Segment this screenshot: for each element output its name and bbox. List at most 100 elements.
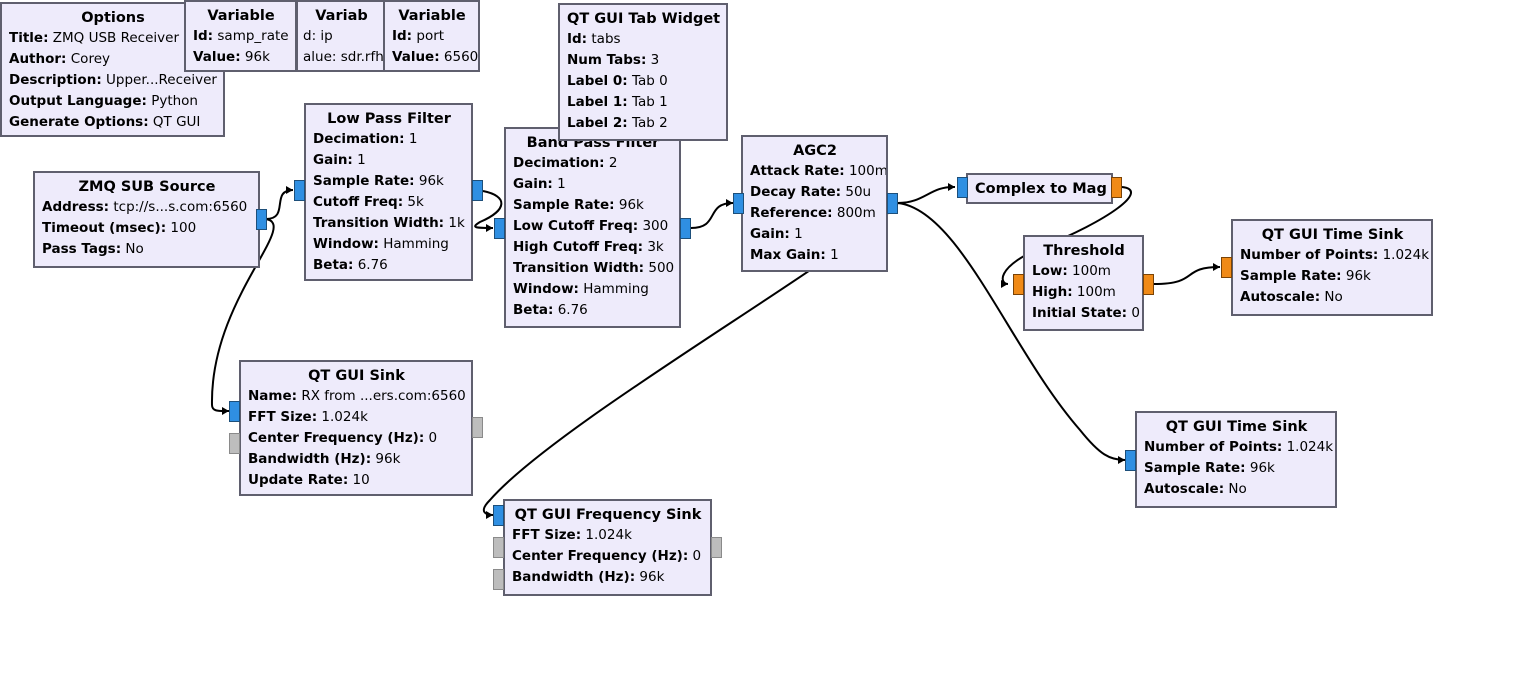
param-value: Upper...Receiver: [101, 72, 217, 88]
param-key: Label 1:: [567, 94, 628, 110]
freqsink-in-port[interactable]: [493, 505, 504, 526]
param-value: 0: [688, 548, 702, 564]
block-param-row: Sample Rate: 96k: [1144, 458, 1329, 479]
param-value: 100m: [844, 163, 888, 179]
param-key: Sample Rate:: [313, 173, 415, 189]
threshold-in-port[interactable]: [1013, 274, 1024, 295]
param-value: 96k: [240, 49, 270, 65]
qtsink-freq-msg-port[interactable]: [229, 433, 240, 454]
param-key: Cutoff Freq:: [313, 194, 404, 210]
param-key: Low Cutoff Freq:: [513, 218, 639, 234]
block-param-row: Center Frequency (Hz): 0: [248, 428, 465, 449]
block-param-row: Bandwidth (Hz): 96k: [512, 567, 704, 588]
param-value: ZMQ USB Receiver: [48, 30, 179, 46]
param-value: Tab 2: [627, 115, 668, 131]
param-value: 100m: [1072, 284, 1116, 300]
threshold-out-port[interactable]: [1143, 274, 1154, 295]
block-param-row: Label 0: Tab 0: [567, 71, 720, 92]
block-title: Variable: [398, 8, 466, 24]
freqsink-out-msg-port[interactable]: [711, 537, 722, 558]
block-param-row: Number of Points: 1.024k: [1144, 437, 1333, 458]
block-param-row: High Cutoff Freq: 3k: [513, 237, 673, 258]
param-key: Address:: [42, 199, 110, 215]
block-title: Threshold: [1043, 243, 1125, 259]
block-param-row: Output Language: Python: [9, 91, 217, 112]
agc2-out-port[interactable]: [887, 193, 898, 214]
wire-bandpass-to-agc: [690, 202, 734, 229]
param-key: Attack Rate:: [750, 163, 845, 179]
c2m-in-port[interactable]: [957, 177, 968, 198]
bandpass-out-port[interactable]: [680, 218, 691, 239]
param-key: Description:: [9, 72, 102, 88]
param-value: 3k: [643, 239, 664, 255]
param-key: Label 2:: [567, 115, 628, 131]
lowpass-in-port[interactable]: [294, 180, 305, 201]
arrow-timesink1-in: [1213, 263, 1220, 271]
param-key: Center Frequency (Hz):: [248, 430, 425, 446]
complex-to-mag-block[interactable]: Complex to Mag: [966, 173, 1113, 204]
param-key: Window:: [313, 236, 379, 252]
block-param-row: Name: RX from ...ers.com:6560: [248, 386, 466, 407]
param-value: d: ip: [303, 28, 333, 44]
param-key: Beta:: [513, 302, 554, 318]
block-param-row: Num Tabs: 3: [567, 50, 720, 71]
freqsink-bw-msg-port[interactable]: [493, 569, 504, 590]
block-param-row: Value: 96k: [193, 47, 289, 68]
wire-agc-to-c2m: [897, 185, 956, 204]
param-key: Id:: [567, 31, 588, 47]
block-param-row: Cutoff Freq: 5k: [313, 192, 465, 213]
param-key: Bandwidth (Hz):: [248, 451, 372, 467]
zmq-source-out-port[interactable]: [256, 209, 267, 230]
param-key: Number of Points:: [1144, 439, 1283, 455]
param-value: Corey: [66, 51, 110, 67]
param-value: Python: [146, 93, 198, 109]
block-title: QT GUI Frequency Sink: [514, 507, 702, 523]
param-key: Num Tabs:: [567, 52, 647, 68]
qtsink-out-msg-port[interactable]: [472, 417, 483, 438]
param-key: Author:: [9, 51, 67, 67]
agc2-in-port[interactable]: [733, 193, 744, 214]
param-key: Window:: [513, 281, 579, 297]
freqsink-freq-msg-port[interactable]: [493, 537, 504, 558]
block-title: AGC2: [793, 143, 837, 159]
param-value: 1.024k: [1378, 247, 1430, 263]
block-param-row: Address: tcp://s...s.com:6560: [42, 197, 252, 218]
param-value: 500: [644, 260, 675, 276]
timesink1-in-port[interactable]: [1221, 257, 1232, 278]
param-value: Hamming: [578, 281, 649, 297]
param-key: Generate Options:: [9, 114, 149, 130]
param-value: 96k: [414, 173, 444, 189]
param-value: 6.76: [553, 302, 588, 318]
block-title: QT GUI Time Sink: [1165, 419, 1308, 435]
block-param-row: Pass Tags: No: [42, 239, 252, 260]
param-key: Timeout (msec):: [42, 220, 167, 236]
block-param-row: Initial State: 0: [1032, 303, 1140, 324]
param-key: FFT Size:: [248, 409, 318, 425]
c2m-out-port[interactable]: [1111, 177, 1122, 198]
block-param-row: Transition Width: 500: [513, 258, 675, 279]
qtsink-in-port[interactable]: [229, 401, 240, 422]
param-value: 1: [789, 226, 803, 242]
lowpass-out-port[interactable]: [472, 180, 483, 201]
bandpass-in-port[interactable]: [494, 218, 505, 239]
block-param-row: Gain: 1: [513, 174, 673, 195]
timesink2-in-port[interactable]: [1125, 450, 1136, 471]
param-key: Bandwidth (Hz):: [512, 569, 636, 585]
param-value: No: [1320, 289, 1343, 305]
param-key: Autoscale:: [1144, 481, 1225, 497]
